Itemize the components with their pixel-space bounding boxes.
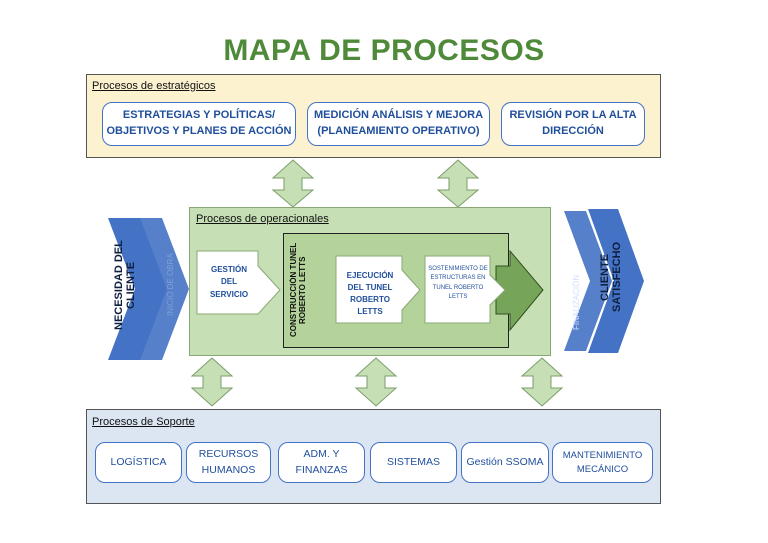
label-necesidad-cliente: NECESIDAD DEL CLIENTE	[113, 240, 137, 330]
sostenimiento-arrow-shape	[424, 255, 506, 324]
ejecucion-arrow-shape	[335, 255, 421, 324]
flow-arrow-output	[495, 249, 544, 332]
chevron-arrow-finalizacion	[564, 211, 612, 351]
double-arrow-support-3	[520, 357, 564, 407]
strategic-item-revision: REVISIÓN POR LA ALTA DIRECCIÓN	[501, 102, 645, 146]
ejecucion-tunel-text: EJECUCIÓN DEL TUNEL ROBERTO LETTS	[346, 271, 394, 316]
label-inicio-obra: INICIO DE OBRA	[166, 253, 175, 317]
double-arrow-strategic-2	[436, 159, 480, 208]
gestion-servicio-text: GESTIÓN DEL SERVICIO	[209, 265, 249, 299]
construccion-tunel-text: CONSTRUCCIÓN TUNEL ROBERTO LETTS	[289, 242, 308, 338]
support-item-rrhh: RECURSOS HUMANOS	[186, 442, 271, 483]
strategic-item-estrategias: ESTRATEGIAS Y POLÍTICAS/ OBJETIVOS Y PLA…	[102, 102, 296, 146]
support-item-sistemas: SISTEMAS	[370, 442, 457, 483]
sostenimiento-text: SOSTENIMIENTO DE ESTRUCTURAS EN TUNEL RO…	[428, 266, 488, 300]
label-finalizacion: FINALIZACIÓN	[572, 274, 581, 330]
gestion-arrow-shape	[196, 250, 281, 315]
support-processes-label: Procesos de Soporte	[92, 416, 195, 428]
support-item-mantenimiento: MANTENIMIENTO MECÁNICO	[552, 442, 653, 483]
double-arrow-support-1	[190, 357, 234, 407]
double-arrow-strategic-1	[271, 159, 315, 208]
chevron-arrow-inicio	[139, 218, 189, 360]
label-cliente-satisfecho: CLIENTE SATISFECHO	[599, 241, 623, 313]
support-item-logistica: LOGÍSTICA	[95, 442, 182, 483]
support-item-ssoma: Gestión SSOMA	[461, 442, 549, 483]
support-item-finanzas: ADM. Y FINANZAS	[278, 442, 365, 483]
page-title: MAPA DE PROCESOS	[223, 34, 545, 67]
strategic-item-medicion: MEDICIÓN ANÁLISIS Y MEJORA (PLANEAMIENTO…	[307, 102, 490, 146]
chevron-arrow-satisfecho	[588, 209, 644, 353]
strategic-processes-label: Procesos de estratégicos	[92, 80, 216, 92]
operational-processes-label: Procesos de operacionales	[196, 213, 329, 225]
chevron-arrow-necesidad	[108, 218, 167, 360]
double-arrow-support-2	[354, 357, 398, 407]
